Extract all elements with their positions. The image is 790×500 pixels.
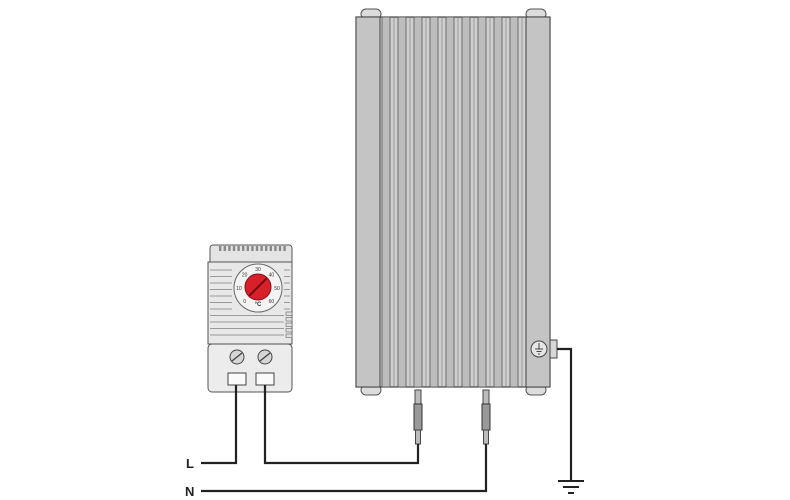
thermostat-vents: [210, 269, 290, 336]
earth-terminal-stub: [549, 339, 558, 359]
heater-end-right: [525, 16, 551, 388]
heater-lead-left: [413, 389, 423, 445]
vent-slot: [269, 246, 272, 251]
terminal-screw-right: [257, 349, 273, 365]
side-tab: [285, 311, 293, 316]
heater-fin: [509, 16, 519, 388]
heater-fin: [445, 16, 455, 388]
dial-scale: 0 10 20 30 40 50 60: [236, 267, 280, 305]
terminal-screw-left: [229, 349, 245, 365]
vent-slot: [223, 246, 226, 251]
dial-scale-label: 10: [236, 286, 242, 292]
wire-line-in: [201, 385, 238, 465]
dial-scale-label: 0: [243, 299, 246, 305]
wire-earth: [557, 347, 573, 481]
heater-fin: [429, 16, 439, 388]
heater-fin: [461, 16, 471, 388]
heater-fin: [413, 16, 423, 388]
neutral-label: N: [185, 484, 194, 499]
heater-lead-right: [481, 389, 491, 445]
vent-slot: [219, 246, 222, 251]
vent-slot: [283, 246, 286, 251]
vent-slot: [228, 246, 231, 251]
side-tab: [285, 333, 293, 338]
vent-slot: [242, 246, 245, 251]
dial-scale-label: 40: [269, 272, 275, 278]
vent-slot: [251, 246, 254, 251]
terminal-port-right: [255, 372, 275, 386]
side-tab: [285, 322, 293, 327]
thermostat-side-tabs: [285, 311, 293, 338]
vent-slot: [237, 246, 240, 251]
wire-thermostat-to-heater: [263, 385, 420, 465]
dial-scale-label: 20: [242, 272, 248, 278]
heater-fin: [397, 16, 407, 388]
vent-slot: [265, 246, 268, 251]
dial-scale-label: 30: [255, 267, 261, 273]
dial-knob-slot: [248, 277, 268, 297]
vent-slot: [246, 246, 249, 251]
vent-slot: [232, 246, 236, 251]
line-label: L: [186, 456, 194, 471]
heater-fin: [493, 16, 503, 388]
dial-scale-label: 60: [269, 299, 275, 305]
heater: [355, 8, 558, 445]
thermostat-vent-top: [219, 246, 286, 251]
wire-neutral: [201, 444, 488, 493]
earth-terminal-icon: [535, 343, 543, 355]
side-tab: [285, 317, 293, 322]
wiring: [201, 347, 573, 493]
heater-fin: [381, 16, 391, 388]
heater-fin: [477, 16, 487, 388]
dial-unit-label: °C: [255, 302, 262, 308]
vent-slot: [274, 246, 277, 251]
side-tab: [285, 328, 293, 333]
thermostat-terminal-block: [207, 343, 293, 393]
vent-slot: [255, 246, 259, 251]
terminal-port-left: [227, 372, 247, 386]
earth-ground-icon: [558, 480, 584, 494]
heater-end-left: [355, 16, 381, 388]
thermostat: 0 10 20 30 40 50 60 °C: [207, 244, 293, 393]
vent-slot: [260, 246, 263, 251]
dial-scale-label: 50: [274, 286, 280, 292]
heater-fins: [381, 16, 523, 388]
vent-slot: [278, 246, 282, 251]
